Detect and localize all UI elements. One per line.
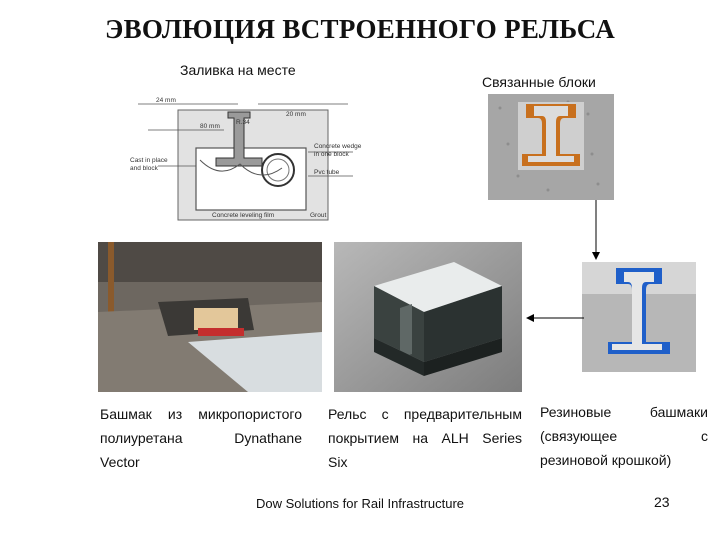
caption-rubber-line-1: Резиновые башмаки	[540, 404, 708, 420]
slide-title: ЭВОЛЮЦИЯ ВСТРОЕННОГО РЕЛЬСА	[104, 14, 616, 44]
page-number: 23	[654, 494, 670, 510]
label-cast-in-place: Заливка на месте	[180, 62, 296, 78]
photo-precoated-rail	[334, 242, 522, 392]
caption-dynathane-line-1: Башмак из микропористого	[100, 406, 302, 422]
diagram-label-bottom-1: Concrete leveling film	[212, 212, 274, 219]
bonded-block-blue-image	[582, 262, 696, 372]
caption-alh-line-2: покрытием на ALH Series	[328, 430, 522, 446]
photo-polyurethane-boot	[98, 242, 322, 392]
caption-alh-line-1: Рельс с предварительным	[328, 406, 522, 422]
footer-text: Dow Solutions for Rail Infrastructure	[255, 496, 465, 511]
diagram-label-left-2: and block	[130, 165, 159, 172]
caption-rubber: Резиновые башмаки (связующее с резиновой…	[540, 400, 708, 472]
caption-dynathane-line-3: Vector	[100, 454, 140, 470]
diagram-label-right-2: in one block	[314, 151, 349, 158]
diagram-label-right-3: Pvc tube	[314, 169, 340, 176]
diagram-label-right-1: Concrete wedge	[314, 143, 362, 150]
diagram-label-rail: R.34	[236, 119, 250, 126]
diagram-label-left-1: Cast in place	[130, 157, 168, 164]
caption-rubber-line-2: (связующее с	[540, 428, 708, 444]
caption-alh-line-3: Six	[328, 454, 348, 470]
bonded-block-orange-image	[488, 94, 614, 200]
caption-alh: Рельс с предварительным покрытием на ALH…	[328, 402, 522, 474]
diagram-label-top: 24 mm	[156, 97, 176, 104]
diagram-label-bottom-2: Grout	[310, 212, 326, 219]
diagram-label-width: 20 mm	[286, 111, 306, 118]
diagram-label-depth: 80 mm	[200, 123, 220, 130]
caption-dynathane-line-2: полиуретана Dynathane	[100, 430, 302, 446]
caption-dynathane: Башмак из микропористого полиуретана Dyn…	[100, 402, 302, 474]
caption-rubber-line-3: резиновой крошкой)	[540, 452, 672, 468]
down-arrow	[592, 200, 600, 260]
label-bonded-blocks: Связанные блоки	[482, 74, 596, 90]
left-arrow	[526, 314, 584, 322]
cast-in-place-diagram: 24 mm R.34 80 mm 20 mm Cast in place and…	[128, 90, 378, 222]
